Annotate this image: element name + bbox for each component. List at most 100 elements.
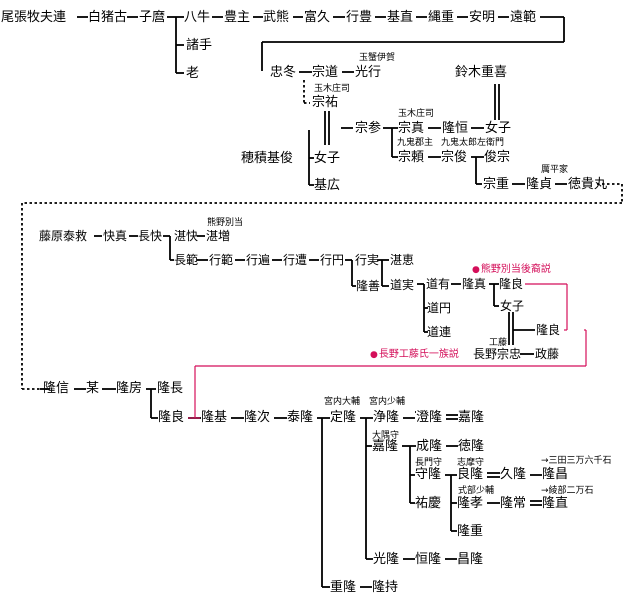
node-takanao: 隆直 [542,496,569,511]
node-sadataka: 定隆 [330,410,357,425]
node-takatsune: 隆恒 [442,121,469,136]
node-doen: 道円 [427,301,452,315]
node-chokai: 長快 [138,229,163,243]
node-joshi-1: 女子 [485,121,512,136]
node-motohiro: 基広 [314,178,341,193]
node-yukinori: 行範 [209,253,234,267]
node-motonao: 基直 [387,10,414,25]
title-kunai-taifu: 宮内大輔 [324,397,361,407]
title-shima-no-kami: 志摩守 [457,458,485,468]
node-sumitaka: 澄隆 [416,410,443,425]
note-ayabe: →綾部二万石 [541,486,594,496]
node-yukimichi-2: 行遭 [283,253,308,267]
node-munemichi: 宗道 [312,65,339,80]
node-takamoto: 隆基 [201,410,228,425]
node-hisataka: 久隆 [500,467,527,482]
node-naganori: 長範 [174,253,199,267]
node-yukizane: 行実 [355,253,380,267]
node-mitsuyuki: 光行 [355,65,382,80]
node-takatsugu: 隆次 [244,410,271,425]
node-yukitoyo: 行豊 [346,10,373,25]
node-takataka: 隆孝 [457,496,484,511]
node-michiari: 道有 [426,277,451,291]
node-tsunetaka: 恒隆 [415,552,442,567]
node-komaro: 子麿 [139,10,166,25]
node-munesane: 宗真 [398,121,425,136]
node-hachiushi: 八牛 [184,10,211,25]
title-tamakashi-iga: 玉蟹伊賀 [359,53,396,63]
node-suzuki-shigeyoshi: 鈴木重喜 [455,65,508,80]
node-joshi-3: 女子 [500,299,525,313]
node-takayoshi-3: 隆良 [158,410,185,425]
node-yoshitaka: 嘉隆 [458,410,485,425]
title-reihei-ke: 厲平家 [541,165,569,175]
node-oi: 老 [186,66,200,81]
node-muneshige: 宗重 [483,177,510,192]
node-tankei: 湛恵 [390,253,415,267]
node-shigetaka: 重隆 [330,580,357,595]
node-tonori: 遠範 [510,10,537,25]
node-moritaka: 守隆 [415,467,442,482]
node-fujiwara-yasuhira: 藤原泰救 [39,229,88,243]
node-tankai: 湛快 [174,229,199,243]
node-tomihisa: 富久 [304,10,331,25]
node-masafuji: 政藤 [535,347,560,361]
title-nagato-no-kami: 長門守 [415,458,443,468]
note-kumano-descent: 熊野別当後裔説 [472,264,551,276]
title-kudo: 工藤 [489,338,508,348]
node-doren: 道連 [427,325,452,339]
node-tanzo: 湛増 [206,229,231,243]
node-munetoshi: 宗俊 [441,150,468,165]
node-takasane: 隆真 [462,277,487,291]
node-takamochi: 隆持 [372,580,399,595]
node-joshi-2: 女子 [314,151,341,166]
node-yoshitaka-3: 良隆 [457,467,484,482]
node-nagano-munetada: 長野宗忠 [473,347,522,361]
node-tokutaka: 徳隆 [458,439,485,454]
node-nawashige: 縄重 [428,10,455,25]
node-owari-makimura: 尾張牧夫連 [1,10,67,25]
node-masataka: 昌隆 [457,552,484,567]
node-takayoshi-1: 隆良 [499,277,524,291]
title-kunai-shofu: 宮内少輔 [369,397,406,407]
note-mita: →三田三万六千石 [541,456,612,466]
node-sukeyoshi: 祐慶 [415,496,442,511]
node-dojitsu: 道実 [390,278,415,292]
title-osumi-no-kami: 大隅守 [372,431,400,441]
node-yukimichi: 行遍 [246,253,271,267]
node-yoshitaka-2: 嘉隆 [372,439,399,454]
title-kuki-gunshu: 九鬼郡主 [397,138,434,148]
node-muneyoshi: 宗祐 [312,95,339,110]
node-yasuaki: 安明 [469,10,496,25]
node-takatsune-2: 隆常 [500,496,527,511]
node-jotaka: 浄隆 [373,410,400,425]
node-takekuma: 武熊 [263,10,290,25]
node-gyoen: 行円 [320,253,345,267]
title-tamaki-shoshi-1: 玉木庄司 [314,84,351,94]
node-takashige: 隆重 [457,524,484,539]
node-takayoshi-2: 隆良 [536,323,561,337]
title-tamaki-shoshi-2: 玉木庄司 [398,109,435,119]
node-naritaka: 成隆 [416,439,443,454]
title-kumano-betto: 熊野別当 [207,218,244,228]
node-morote: 諸手 [186,38,213,53]
node-tadafuyu: 忠冬 [270,65,297,80]
node-hozumi-motoshi: 穂積基俊 [241,151,294,166]
node-toyonushi: 豊主 [224,10,251,25]
node-takamasa: 隆昌 [542,467,569,482]
node-munemitsu: 宗参 [355,121,382,136]
node-takanobu: 隆信 [43,381,70,396]
node-tokitakamaru: 徳貴丸 [568,177,608,192]
node-bou: 某 [86,381,100,396]
node-muneyori: 宗頼 [398,150,425,165]
node-ryuzen: 隆善 [356,279,381,293]
node-takafusa: 隆房 [116,381,143,396]
node-shiroikako: 白猪古 [88,10,128,25]
title-shikibu-shofu: 式部少輔 [458,486,495,496]
node-takasada: 隆貞 [526,177,553,192]
node-mitsutaka: 光隆 [373,552,400,567]
node-toshimune: 俊宗 [484,150,511,165]
node-takanaga: 隆長 [157,381,184,396]
